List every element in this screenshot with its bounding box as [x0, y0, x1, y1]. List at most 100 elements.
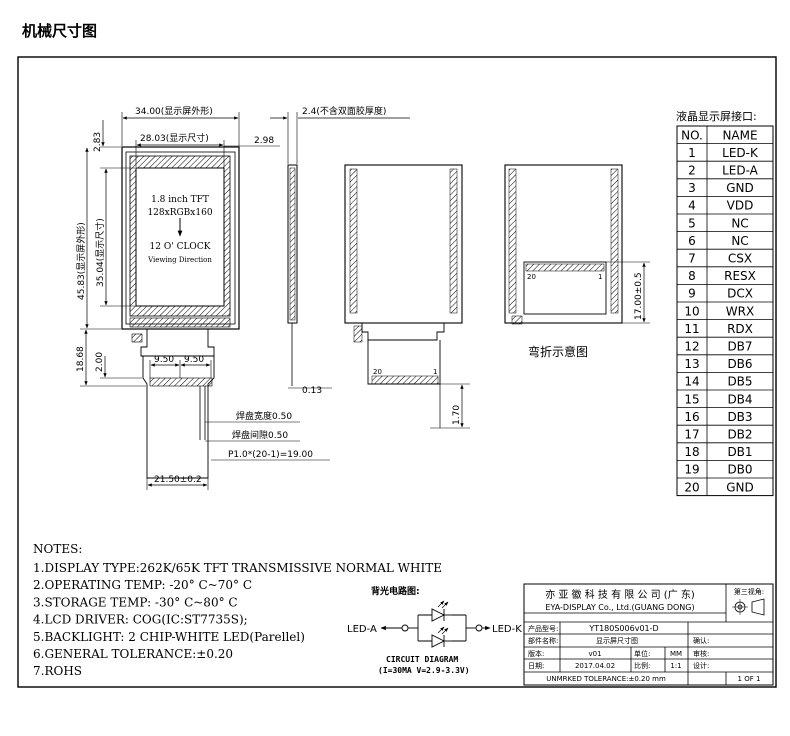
note-item: 6.GENERAL TOLERANCE:±0.20 [33, 647, 233, 661]
led-a-label: LED-A [347, 624, 377, 635]
dim-fpc-thickness: 0.13 [302, 386, 322, 396]
note-item: 2.OPERATING TEMP: -20° C~70° C [33, 578, 252, 592]
interface-pin-no: 19 [684, 463, 699, 477]
design-label: 设计: [693, 661, 709, 670]
interface-pin-name: DB5 [727, 375, 752, 389]
interface-pin-no: 16 [684, 410, 699, 424]
back-pin-20-label: 20 [373, 368, 382, 376]
interface-pin-no: 11 [684, 322, 699, 336]
part-name: 显示屏尺寸图 [596, 636, 638, 645]
side-view: 2.4(不含双面胶厚度) 0.13 [270, 105, 410, 396]
dim-aa-width: 28.03(显示尺寸) [140, 132, 209, 144]
interface-pin-name: DCX [727, 287, 753, 301]
interface-pin-name: CSX [728, 252, 752, 266]
interface-pin-name: RESX [724, 269, 756, 283]
interface-pin-no: 5 [688, 216, 696, 230]
note-item: 5.BACKLIGHT: 2 CHIP-WHITE LED(Parellel) [33, 630, 305, 644]
date-value: 2017.04.02 [575, 662, 615, 670]
interface-pin-name: NC [731, 234, 748, 248]
dim-pad-gap: 焊盘间隙0.50 [232, 429, 288, 441]
backlight-circuit: 背光电路图: LED-A LED-K CIRCUIT DIAGRAM (I=30… [347, 585, 522, 675]
review-label: 审核: [693, 649, 709, 658]
interface-pin-name: DB7 [727, 340, 752, 354]
fpc-tail [142, 356, 215, 479]
version-value: v01 [588, 650, 601, 658]
viewing-direction-label: Viewing Direction [147, 256, 212, 264]
version-label: 版本: [528, 649, 544, 658]
interface-pin-no: 1 [688, 146, 696, 160]
interface-pin-name: GND [726, 480, 754, 494]
dim-pin-offset-2: 9.50 [184, 355, 204, 365]
scale-value: 1:1 [670, 662, 681, 670]
dim-bend-height: 17.00±0.5 [634, 272, 644, 320]
interface-pin-no: 2 [688, 164, 696, 178]
bend-pin-1-label: 1 [598, 273, 602, 281]
dim-bend-offset: 1.70 [452, 405, 462, 425]
interface-title: 液晶显示屏接口: [676, 109, 757, 123]
sheet-number: 1 OF 1 [738, 675, 761, 683]
bend-view: 20 1 17.00±0.5 弯折示意图 [504, 164, 650, 359]
dim-tail-length: 18.68 [76, 346, 86, 372]
led-k-label: LED-K [492, 624, 522, 635]
interface-pin-name: DB6 [727, 357, 752, 371]
note-item: 3.STORAGE TEMP: -30° C~80° C [33, 595, 238, 609]
interface-pin-name: RDX [727, 322, 753, 336]
interface-header-name: NAME [722, 128, 757, 142]
dim-outer-width: 34.00(显示屏外形) [135, 105, 213, 117]
dim-tail-step: 2.00 [95, 352, 105, 372]
dim-right-margin: 2.98 [254, 136, 274, 146]
company-name-cn: 亦 亚 徽 科 技 有 限 公 司 (广 东) [545, 588, 695, 601]
unit-label: 单位: [634, 649, 650, 658]
interface-pin-no: 9 [688, 287, 696, 301]
interface-pin-no: 14 [684, 375, 699, 389]
page-title: 机械尺寸图 [22, 22, 97, 40]
notes-block: NOTES: 1.DISPLAY TYPE:262K/65K TFT TRANS… [33, 542, 442, 678]
dim-thickness: 2.4(不含双面胶厚度) [302, 105, 386, 117]
interface-pin-no: 18 [684, 445, 699, 459]
note-item: 1.DISPLAY TYPE:262K/65K TFT TRANSMISSIVE… [33, 561, 442, 575]
dim-pad-width: 焊盘宽度0.50 [236, 410, 292, 422]
dim-aa-height: 35.04(显示尺寸) [94, 218, 106, 287]
interface-pin-name: LED-A [722, 164, 759, 178]
screen-size-text: 1.8 inch TFT [151, 195, 209, 205]
dim-outer-height: 45.83(显示屏外形) [75, 222, 87, 300]
note-item: 4.LCD DRIVER: COG(IC:ST7735S); [33, 613, 248, 627]
interface-pin-name: LED-K [722, 146, 759, 160]
company-name-en: EYA-DISPLAY Co., Ltd.(GUANG DONG) [545, 603, 694, 612]
interface-header-no: NO. [681, 128, 703, 142]
product-no: YT180S006v01-D [588, 624, 658, 633]
interface-pin-no: 7 [688, 252, 696, 266]
interface-pin-name: DB3 [727, 410, 752, 424]
confirm-label: 确认: [693, 636, 709, 645]
interface-pin-no: 13 [684, 357, 699, 371]
dim-fpc-width: 21.50±0.2 [154, 475, 202, 485]
interface-pin-no: 15 [684, 392, 699, 406]
unit-value: MM [670, 650, 682, 658]
viewing-direction-text: 12 O' CLOCK [150, 242, 211, 252]
interface-pin-no: 20 [684, 480, 699, 494]
product-no-label: 产品型号: [528, 624, 558, 633]
bend-pin-20-label: 20 [527, 273, 536, 281]
tolerance: UNMRKED TOLERANCE:±0.20 mm [546, 675, 666, 683]
bend-caption: 弯折示意图 [528, 344, 588, 359]
dim-pitch: P1.0*(20-1)=19.00 [228, 450, 313, 460]
interface-pin-name: DB1 [727, 445, 752, 459]
front-view: 1.8 inch TFT 128xRGBx160 12 O' CLOCK Vie… [75, 105, 330, 490]
interface-pin-name: WRX [726, 304, 754, 318]
third-view-label: 第三视角: [734, 587, 764, 596]
interface-pin-name: DB0 [727, 463, 752, 477]
drawing-frame [17, 56, 777, 688]
interface-pin-no: 12 [684, 340, 699, 354]
projection-symbol-icon [732, 598, 765, 616]
dim-pin-offset-1: 9.50 [154, 355, 174, 365]
interface-pin-no: 4 [688, 199, 696, 213]
fpc-pads [149, 377, 213, 387]
date-label: 日期: [528, 662, 544, 670]
backlight-title: 背光电路图: [371, 585, 420, 597]
back-pin-1-label: 1 [433, 368, 437, 376]
title-block: 亦 亚 徽 科 技 有 限 公 司 (广 东) EYA-DISPLAY Co.,… [523, 583, 774, 686]
interface-pin-name: DB4 [727, 392, 752, 406]
circuit-diagram-label: CIRCUIT DIAGRAM [386, 655, 458, 664]
